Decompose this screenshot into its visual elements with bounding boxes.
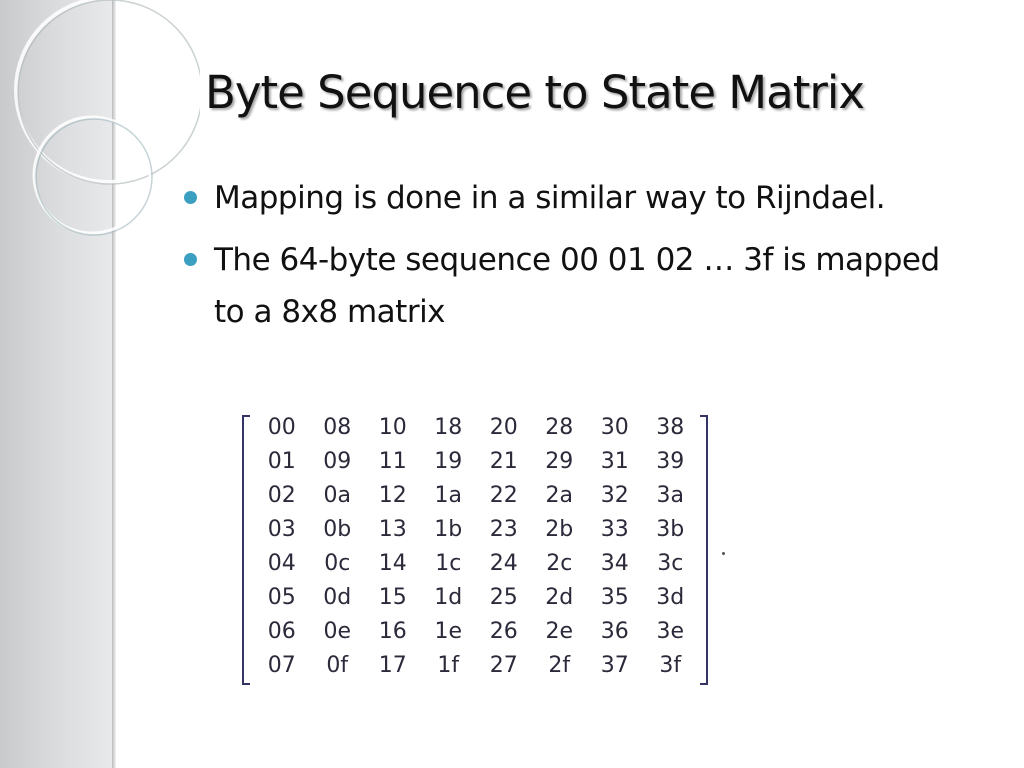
matrix-cell: 29 (545, 449, 574, 474)
matrix-cell: 35 (600, 585, 629, 610)
matrix-cell: 3d (656, 585, 685, 610)
matrix-cell: 2c (546, 551, 573, 576)
matrix-cell: 30 (600, 415, 629, 440)
matrix-cell: 27 (489, 653, 518, 678)
bullet-list: Mapping is done in a similar way to Rijn… (184, 172, 984, 348)
matrix-cell: 2e (545, 619, 574, 644)
matrix-cell: 36 (600, 619, 629, 644)
matrix-cell: 1c (435, 551, 462, 576)
matrix-cell: 22 (489, 483, 518, 508)
matrix-cell: 0b (323, 517, 352, 542)
matrix-cell: 19 (434, 449, 463, 474)
side-panel-edge (112, 0, 116, 768)
matrix-cell: 12 (378, 483, 407, 508)
bullet-dot-icon (184, 253, 197, 266)
matrix-cell: 11 (378, 449, 407, 474)
matrix-cell: 08 (323, 415, 352, 440)
matrix-cell: 23 (489, 517, 518, 542)
matrix-bracket-right (700, 415, 708, 685)
matrix-cell: 14 (378, 551, 407, 576)
matrix-cell: 07 (267, 653, 296, 678)
matrix-cell: 06 (267, 619, 296, 644)
matrix-cell: 1b (434, 517, 463, 542)
side-panel (0, 0, 112, 768)
bullet-text: The 64-byte sequence 00 01 02 … 3f is ma… (214, 242, 940, 330)
slide-title: Byte Sequence to State Matrix (205, 66, 865, 119)
matrix-cell: 37 (600, 653, 629, 678)
bullet-item: Mapping is done in a similar way to Rijn… (184, 172, 984, 224)
matrix-cell: 0e (323, 619, 352, 644)
matrix-cell: 39 (656, 449, 685, 474)
matrix-cell: 3a (656, 483, 684, 508)
matrix-cell: 24 (489, 551, 518, 576)
matrix-cell: 2a (545, 483, 573, 508)
matrix-cell: 05 (267, 585, 296, 610)
matrix-cell: 09 (323, 449, 352, 474)
matrix-cell: 01 (267, 449, 296, 474)
matrix-cell: 04 (267, 551, 296, 576)
matrix-cell: 3b (656, 517, 685, 542)
matrix-cell: 26 (489, 619, 518, 644)
matrix-cell: 3f (659, 653, 682, 678)
matrix-cell: 18 (434, 415, 463, 440)
matrix-cell: 25 (489, 585, 518, 610)
matrix-cell: 32 (600, 483, 629, 508)
matrix-cell: 0f (326, 653, 349, 678)
bullet-text: Mapping is done in a similar way to Rijn… (214, 180, 886, 216)
matrix-cell: 2f (548, 653, 571, 678)
matrix-cell: 0d (323, 585, 352, 610)
matrix-cell: 33 (600, 517, 629, 542)
matrix-cell: 13 (378, 517, 407, 542)
matrix-cell: 17 (378, 653, 407, 678)
matrix-cell: 3c (657, 551, 684, 576)
matrix-cell: 1f (437, 653, 460, 678)
matrix-grid: 00 08 10 18 20 28 30 38 01 09 11 19 21 29 31 39 02 0a 12 1a… (254, 413, 696, 685)
matrix-cell: 21 (489, 449, 518, 474)
matrix-cell: 2d (545, 585, 574, 610)
matrix-cell: 1d (434, 585, 463, 610)
matrix-bracket-left (242, 415, 250, 685)
matrix-cell: 15 (378, 585, 407, 610)
matrix-cell: 10 (378, 415, 407, 440)
bullet-dot-icon (184, 191, 197, 204)
matrix-cell: 20 (489, 415, 518, 440)
matrix-cell: 0c (324, 551, 351, 576)
matrix-cell: 0a (323, 483, 351, 508)
state-matrix: 00 08 10 18 20 28 30 38 01 09 11 19 21 29 31 39 02 0a 12 1a… (240, 413, 710, 687)
matrix-cell: 03 (267, 517, 296, 542)
matrix-cell: 16 (378, 619, 407, 644)
matrix-cell: 38 (656, 415, 685, 440)
stray-dot (722, 552, 725, 555)
matrix-cell: 2b (545, 517, 574, 542)
matrix-cell: 1a (434, 483, 462, 508)
matrix-cell: 3e (656, 619, 685, 644)
matrix-cell: 1e (434, 619, 463, 644)
matrix-cell: 00 (267, 415, 296, 440)
matrix-cell: 28 (545, 415, 574, 440)
bullet-item: The 64-byte sequence 00 01 02 … 3f is ma… (184, 234, 984, 338)
matrix-cell: 34 (600, 551, 629, 576)
matrix-cell: 02 (267, 483, 296, 508)
matrix-cell: 31 (600, 449, 629, 474)
